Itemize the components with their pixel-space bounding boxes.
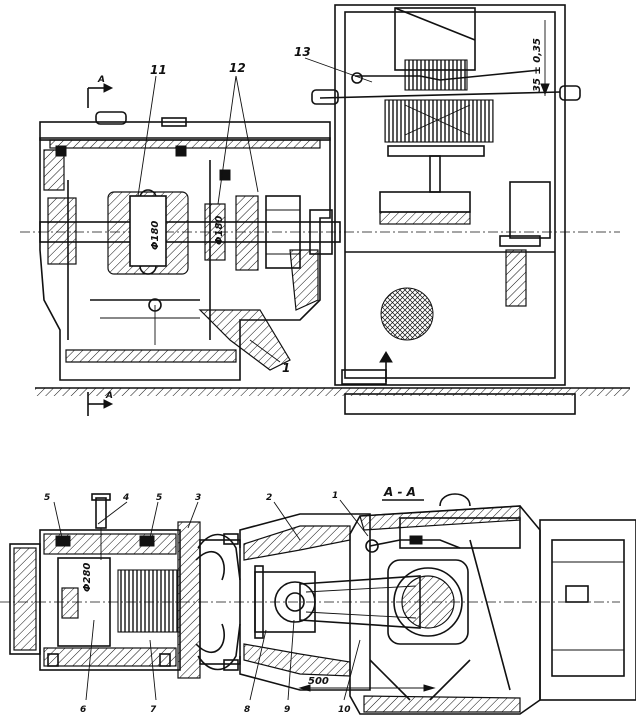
callout-1-bottom: 1 (332, 491, 338, 501)
plan-section-view: 500 Φ280 А - А 5 4 5 3 2 1 6 7 8 (0, 485, 636, 715)
section-letter-top: A (97, 75, 105, 85)
clearance-value: 35 ± 0,35 (532, 38, 543, 92)
foundation-ground (35, 387, 630, 415)
crankcase (349, 493, 541, 715)
callout-1-top: 1 (282, 361, 290, 375)
callout-7: 7 (150, 705, 157, 715)
section-title-text: А - А (383, 485, 416, 499)
callout-13: 13 (294, 45, 311, 59)
piston-diameter: Φ280 (82, 563, 93, 592)
callout-4: 4 (122, 493, 129, 503)
gearbox-housing-plan (539, 519, 636, 701)
connecting-rod (299, 559, 469, 645)
main-shaft (20, 189, 620, 275)
discharge-pipes (197, 533, 241, 671)
section-mark-bottom: A (87, 391, 114, 416)
diameter-bearing-12: Φ180 (214, 216, 225, 245)
top-callout-leaders (137, 57, 373, 363)
section-letter-bottom: A (105, 391, 113, 401)
bottom-callout-leaders (53, 499, 369, 701)
callout-5-left: 5 (44, 493, 50, 503)
callout-10: 10 (338, 705, 351, 715)
gearbox-housing (39, 111, 331, 381)
clearance-dimension: 35 ± 0,35 (532, 20, 550, 96)
crosshead-guide (239, 513, 371, 691)
section-mark-top: A (87, 75, 114, 108)
callout-8: 8 (244, 705, 250, 715)
callout-6: 6 (80, 705, 86, 715)
callout-5-right: 5 (156, 493, 162, 503)
callout-12: 12 (229, 61, 246, 75)
callout-2: 2 (266, 493, 272, 503)
stroke-value: 500 (308, 676, 329, 687)
callout-3: 3 (195, 493, 201, 503)
section-title: А - А (382, 485, 424, 501)
cylinder-flange (177, 521, 241, 679)
cylinder-block (9, 493, 181, 671)
side-elevation-view: A A 11 12 13 1 Φ180 Φ180 35 ± 0,35 (20, 4, 630, 416)
motor-enclosure (311, 4, 581, 386)
stroke-dimension: 500 (298, 676, 436, 692)
callout-11: 11 (150, 63, 167, 77)
callout-9: 9 (284, 705, 290, 715)
diameter-bearing-11: Φ180 (150, 221, 161, 250)
